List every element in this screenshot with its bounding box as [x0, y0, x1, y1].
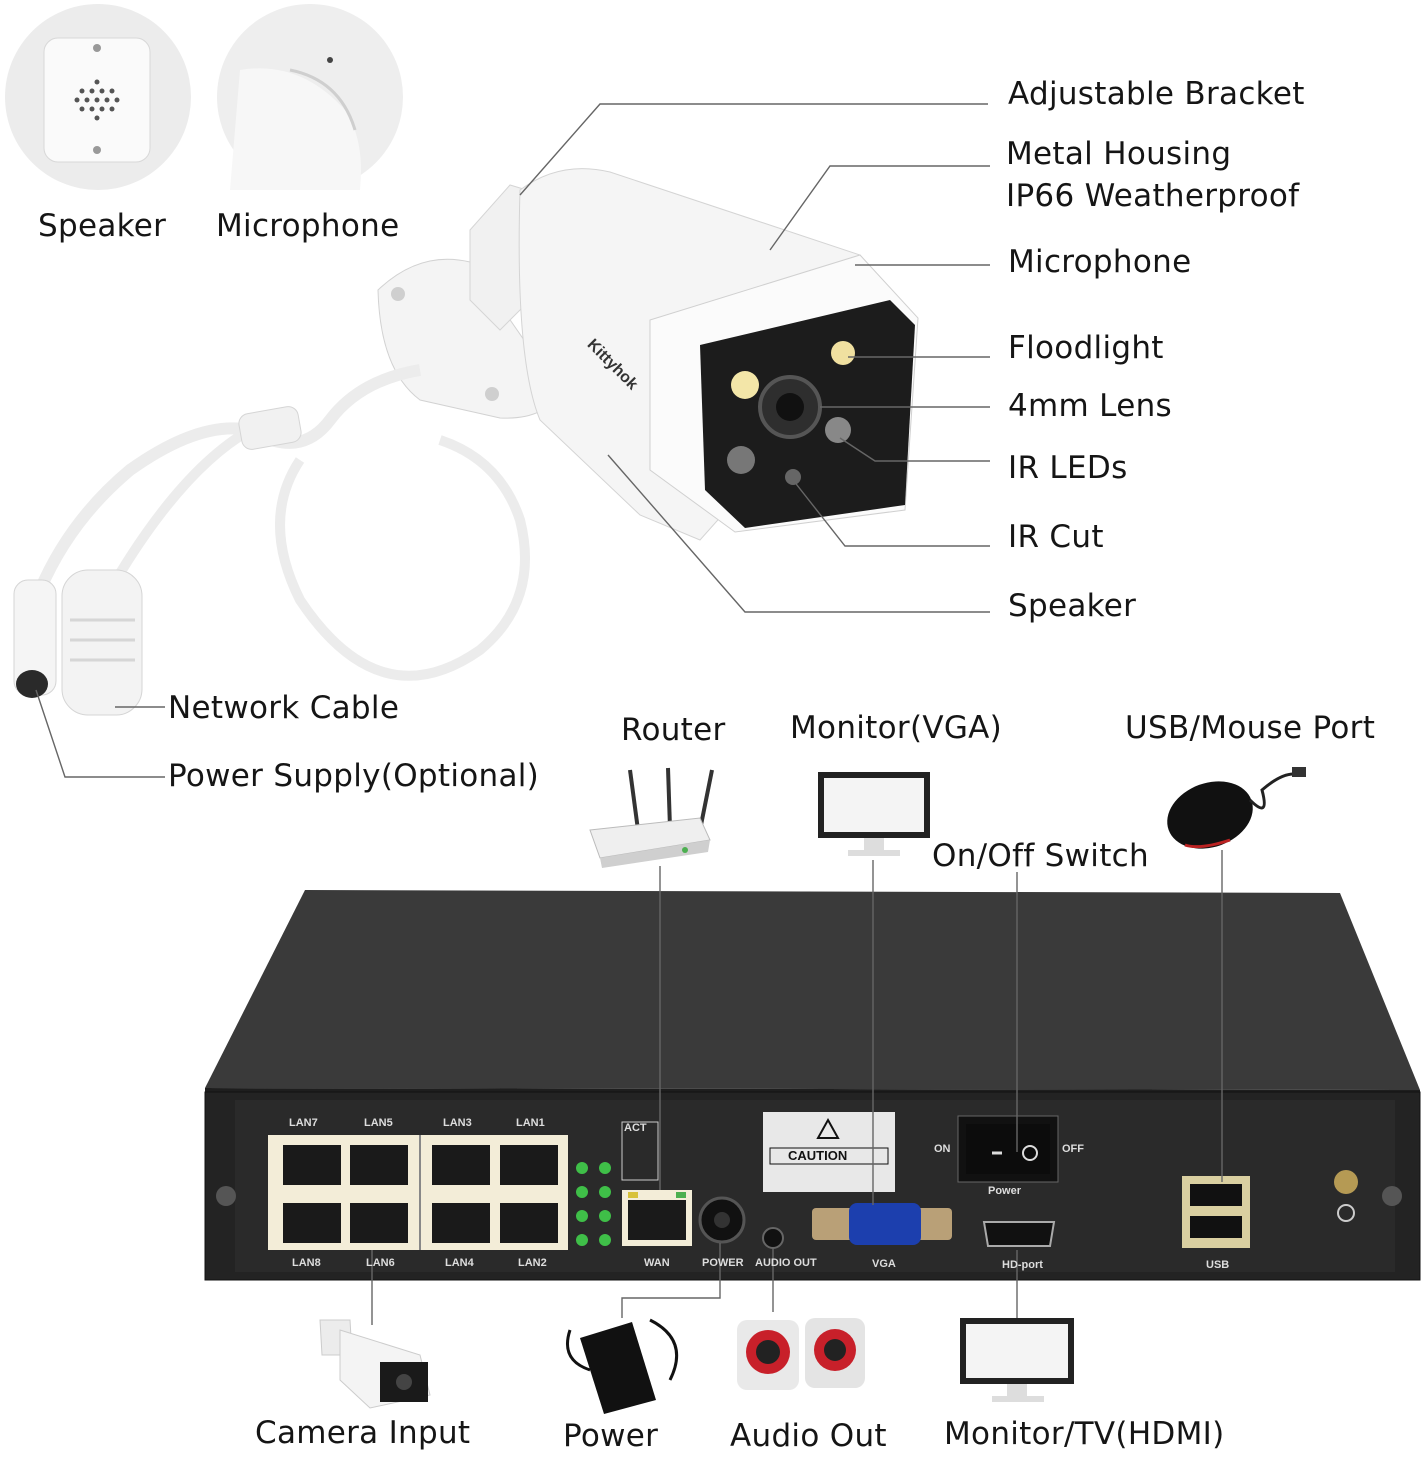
vga-port-label: VGA — [872, 1258, 896, 1270]
callout-ir-cut: IR Cut — [1008, 519, 1104, 555]
lan2-label: LAN2 — [518, 1257, 547, 1269]
camera-input-label: Camera Input — [255, 1415, 471, 1451]
hd-port-label: HD-port — [1002, 1259, 1043, 1271]
microphone-inset — [217, 4, 403, 190]
camera-illustration: Kittyhok — [13, 168, 919, 716]
mouse-icon — [1167, 767, 1306, 849]
camera-input-icon — [319, 1319, 431, 1409]
lan4-label: LAN4 — [445, 1257, 474, 1269]
lan6-label: LAN6 — [366, 1257, 395, 1269]
usb-mouse-label: USB/Mouse Port — [1125, 710, 1376, 746]
lan5-label: LAN5 — [364, 1117, 393, 1129]
monitor-vga-label: Monitor(VGA) — [790, 710, 1003, 746]
switch-on-label: ON — [934, 1143, 951, 1155]
monitor-hdmi-label: Monitor/TV(HDMI) — [944, 1416, 1225, 1452]
callout-microphone: Microphone — [1008, 244, 1192, 280]
wan-label: WAN — [644, 1257, 670, 1269]
callout-ir-leds: IR LEDs — [1008, 450, 1128, 486]
power-port-label: POWER — [702, 1257, 744, 1269]
audio-out-port-label: AUDIO OUT — [755, 1257, 817, 1269]
lan1-label: LAN1 — [516, 1117, 545, 1129]
network-cable-label: Network Cable — [168, 690, 400, 726]
caution-label: CAUTION — [788, 1148, 848, 1163]
microphone-inset-label: Microphone — [216, 208, 400, 244]
lan7-label: LAN7 — [289, 1117, 318, 1129]
router-label: Router — [621, 712, 726, 748]
callout-metal-housing: Metal Housing — [1006, 136, 1232, 172]
on-off-switch-label: On/Off Switch — [932, 838, 1149, 874]
power-adapter-icon — [566, 1318, 679, 1414]
monitor-vga-icon — [818, 772, 930, 856]
usb-port-label: USB — [1206, 1259, 1230, 1271]
speaker-inset-label: Speaker — [38, 208, 167, 244]
callout-lens: 4mm Lens — [1008, 388, 1172, 424]
act-label: ACT — [624, 1122, 647, 1134]
router-icon — [589, 767, 714, 868]
nvr-leader-lines — [371, 850, 1223, 1325]
power-label: Power — [563, 1418, 659, 1454]
power-supply-label: Power Supply(Optional) — [168, 758, 540, 794]
lan3-label: LAN3 — [443, 1117, 472, 1129]
camera-leader-lines — [35, 103, 990, 778]
speaker-inset — [5, 4, 191, 190]
audio-out-label: Audio Out — [730, 1418, 887, 1454]
callout-floodlight: Floodlight — [1008, 330, 1164, 366]
callout-adjustable-bracket: Adjustable Bracket — [1008, 76, 1305, 112]
nvr-chassis — [204, 890, 1421, 1281]
switch-off-label: OFF — [1062, 1143, 1084, 1155]
switch-power-label: Power — [988, 1185, 1022, 1197]
callout-weatherproof: IP66 Weatherproof — [1006, 178, 1300, 214]
speakers-icon — [737, 1318, 865, 1390]
lan8-label: LAN8 — [292, 1257, 321, 1269]
monitor-hdmi-icon — [960, 1318, 1074, 1402]
callout-speaker: Speaker — [1008, 588, 1137, 624]
